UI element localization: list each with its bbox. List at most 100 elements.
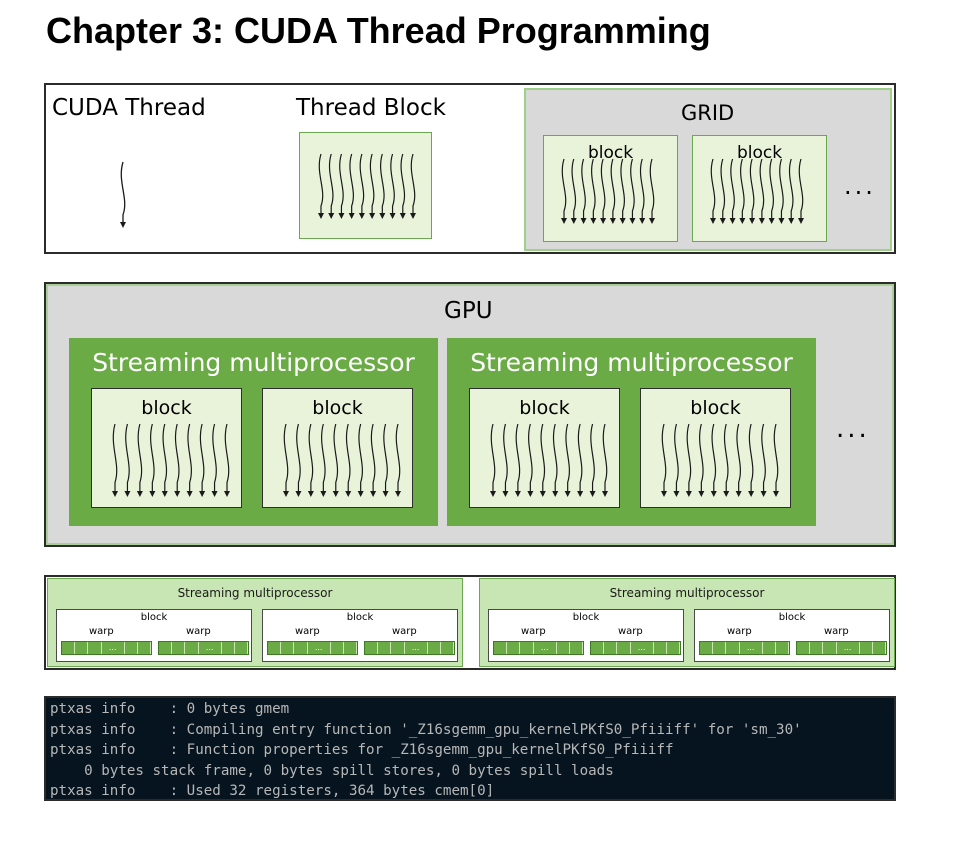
terminal-line: ptxas info : Compiling entry function '_… — [50, 721, 802, 738]
thread-arrow — [358, 423, 363, 492]
thread-arrow — [730, 158, 735, 219]
warp-label: warp — [727, 626, 752, 637]
thread-arrow-head — [589, 491, 596, 497]
thread-arrow-head — [410, 213, 416, 219]
thread-arrow-head — [768, 218, 775, 224]
thread-arrow-head — [609, 218, 616, 224]
thread-arrow-head — [320, 491, 327, 497]
thread-arrow — [349, 153, 354, 214]
thread-arrow — [328, 153, 334, 214]
thread-arrow-head — [629, 218, 636, 224]
thread-arrow-head — [399, 213, 406, 219]
thread-arrow-head — [710, 491, 717, 497]
warp-label: warp — [824, 626, 849, 637]
thread-arrow — [561, 158, 567, 219]
warp-label: warp — [186, 626, 211, 637]
warp-label: warp — [618, 626, 643, 637]
warp-lane — [570, 642, 584, 654]
grid-block-1: block — [543, 135, 678, 242]
gpu-label: GPU — [444, 298, 493, 324]
thread-arrow — [174, 423, 180, 492]
thread-arrow-head — [389, 213, 396, 219]
warp-block: block warp... warp... — [694, 609, 890, 662]
thread-arrow — [620, 158, 625, 219]
thread-arrow-head — [283, 491, 289, 497]
warp-thread-bar: ... — [796, 641, 887, 655]
warp-lane — [441, 642, 455, 654]
warp-streaming-multiprocessor: Streaming multiprocessor block warp... warp… — [47, 578, 463, 667]
warp-sm-label: Streaming multiprocessor — [609, 586, 765, 600]
warp-lane — [331, 642, 344, 654]
warp-lane-dots: ... — [405, 642, 428, 654]
thread-arrow-head — [318, 213, 324, 219]
warp-lane — [654, 642, 667, 654]
thread-arrow-head — [369, 213, 376, 219]
thread-arrow — [740, 158, 745, 219]
thread-arrow — [610, 158, 616, 219]
warp-thread-bar: ... — [61, 641, 152, 655]
thread-arrow-head — [338, 213, 345, 219]
streaming-multiprocessor-2: Streaming multiprocessor block block — [447, 338, 816, 526]
warp-lane — [428, 642, 441, 654]
thread-arrow — [788, 158, 794, 219]
block-label: block — [519, 397, 570, 419]
thread-arrow-head — [758, 218, 765, 224]
thread-arrow — [125, 423, 130, 492]
warp-lane — [235, 642, 249, 654]
warp-lane — [344, 642, 358, 654]
thread-arrow — [769, 158, 774, 219]
thread-arrow — [602, 423, 608, 492]
thread-arrow — [112, 423, 118, 492]
block-label: block — [690, 397, 741, 419]
warp-lane — [776, 642, 790, 654]
warp-block-label: block — [346, 612, 374, 623]
thread-arrow-head — [120, 222, 126, 228]
thread-arrow — [686, 423, 692, 492]
grid-label: GRID — [681, 101, 735, 125]
thread-arrow-head — [382, 491, 389, 497]
thread-arrow — [649, 158, 655, 219]
thread-arrow-head — [639, 218, 646, 224]
warp-thread-bar: ... — [699, 641, 790, 655]
warp-lane — [520, 642, 534, 654]
warp-lane-dots: ... — [534, 642, 557, 654]
thread-arrow-head — [735, 491, 742, 497]
thread-arrow-head — [527, 491, 534, 497]
warp-sm-label: Streaming multiprocessor — [177, 586, 333, 600]
thread-arrow — [150, 423, 155, 492]
thread-arrow — [380, 153, 385, 214]
warp-block-label: block — [140, 612, 168, 623]
thread-arrow-head — [552, 491, 559, 497]
grid-box: GRID block block ... — [524, 88, 892, 251]
warp-lane — [172, 642, 186, 654]
thread-arrow — [137, 423, 143, 492]
thread-arrow — [699, 423, 704, 492]
thread-arrow-head — [749, 218, 756, 224]
thread-arrow-head — [778, 218, 785, 224]
thread-arrow — [187, 423, 192, 492]
thread-arrow-head — [698, 491, 705, 497]
thread-arrow — [749, 158, 755, 219]
thread-arrow — [528, 423, 533, 492]
thread-arrow-head — [370, 491, 377, 497]
thread-arrow-head — [514, 491, 521, 497]
gpu-inner-border — [46, 284, 894, 545]
thread-arrow — [490, 423, 496, 492]
thread-arrow — [540, 423, 546, 492]
thread-arrow — [400, 153, 406, 214]
warp-lane — [494, 642, 508, 654]
thread-arrow-head — [590, 218, 597, 224]
thread-arrow — [720, 158, 726, 219]
warp-block-label: block — [778, 612, 806, 623]
thread-arrow — [339, 153, 344, 214]
thread-arrow — [390, 153, 395, 214]
warp-label: warp — [89, 626, 114, 637]
thread-arrow-head — [307, 491, 314, 497]
streaming-multiprocessor-1: Streaming multiprocessor block block — [69, 338, 438, 526]
terminal-line: ptxas info : Function properties for _Z1… — [50, 742, 674, 759]
thread-arrow-head — [211, 491, 218, 497]
thread-arrow — [212, 423, 217, 492]
warp-lane — [873, 642, 887, 654]
warp-label: warp — [392, 626, 417, 637]
